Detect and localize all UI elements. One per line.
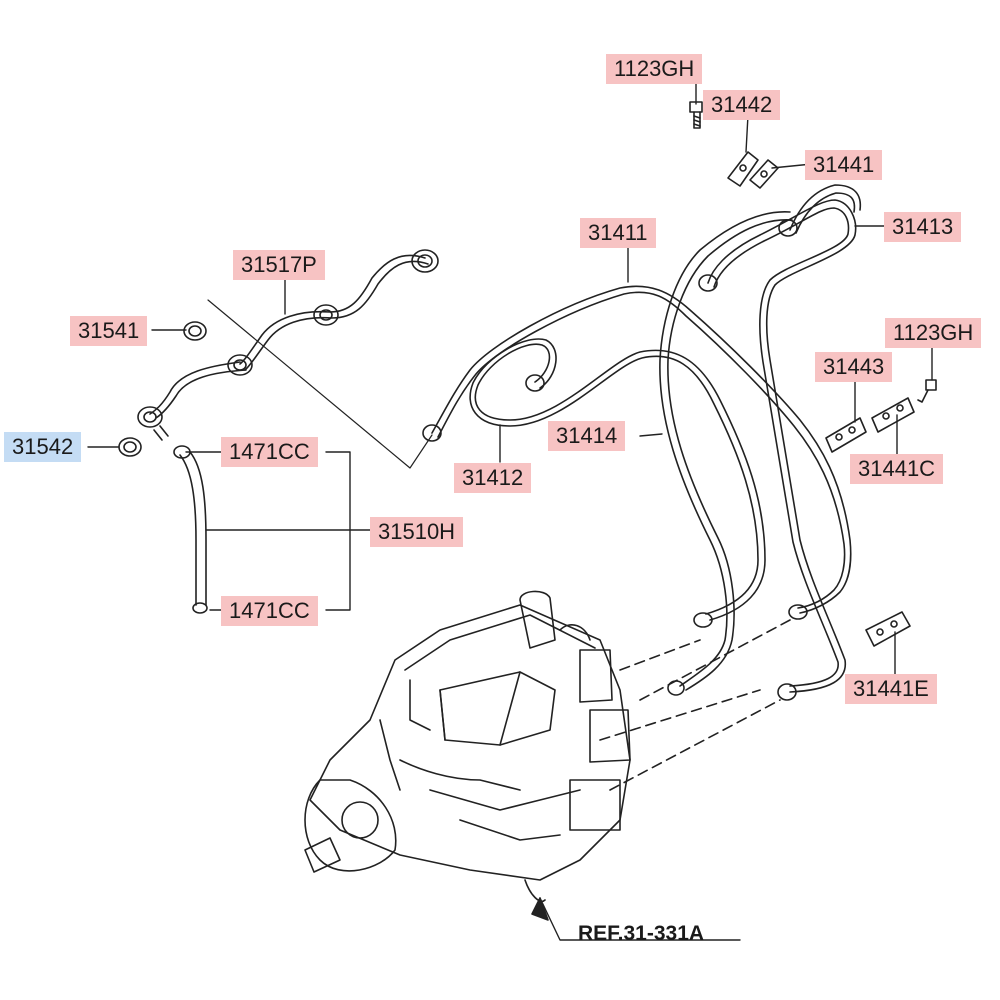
leader-lines: [87, 79, 933, 941]
label-31443[interactable]: 31443: [815, 352, 893, 382]
label-31542[interactable]: 31542: [4, 432, 82, 462]
label-1123gh-top[interactable]: 1123GH: [606, 54, 703, 84]
clamp-31441c: [825, 397, 915, 453]
pipe-31414: [659, 211, 793, 696]
bolt-1123gh-top: [689, 101, 703, 129]
nut-31542: [118, 437, 142, 457]
clamp-31441e: [865, 611, 911, 647]
label-31413[interactable]: 31413: [884, 212, 962, 242]
clamp-31442: [727, 151, 779, 189]
nut-31541: [183, 321, 207, 341]
ref-arrow-head: [531, 897, 549, 921]
hose-31510h: [173, 445, 208, 614]
pipe-31412: [469, 338, 766, 628]
label-31442[interactable]: 31442: [703, 90, 781, 120]
pipe-31517p: [137, 249, 439, 441]
bolt-1123gh-right: [917, 379, 937, 403]
pipe-31413: [698, 184, 862, 701]
injection-pump: [304, 590, 791, 902]
label-31541[interactable]: 31541: [70, 316, 148, 346]
label-31414[interactable]: 31414: [548, 421, 626, 451]
label-1471cc-top[interactable]: 1471CC: [221, 437, 318, 467]
label-31517p[interactable]: 31517P: [233, 250, 325, 280]
label-31441c[interactable]: 31441C: [850, 454, 944, 484]
label-31441e[interactable]: 31441E: [845, 674, 937, 704]
center-line: [207, 299, 433, 469]
label-31411[interactable]: 31411: [580, 218, 656, 248]
label-31441[interactable]: 31441: [805, 150, 883, 180]
pipe-31411: [422, 285, 852, 620]
label-1471cc-bottom[interactable]: 1471CC: [221, 596, 318, 626]
label-31412[interactable]: 31412: [454, 463, 532, 493]
label-1123gh-right[interactable]: 1123GH: [885, 318, 982, 348]
label-31510h[interactable]: 31510H: [370, 517, 464, 547]
ref-label: REF.31-331A: [578, 922, 705, 945]
